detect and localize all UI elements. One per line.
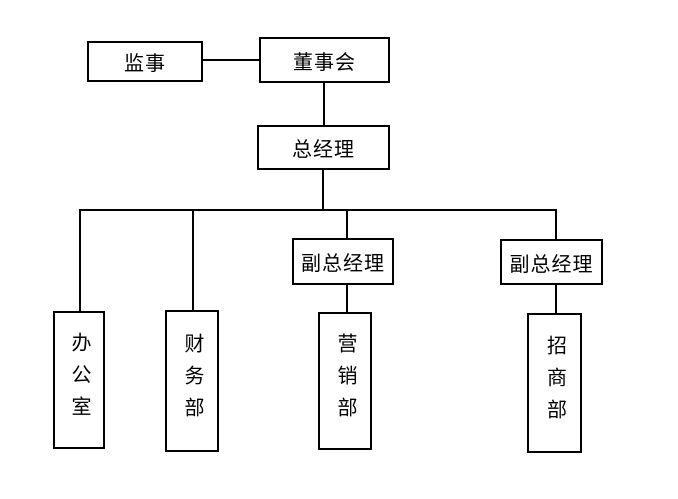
connector-supervisor-board [203, 59, 259, 61]
connector-dgm1-marketing [346, 285, 348, 312]
node-marketing-dept: 营销部 [318, 312, 372, 450]
connector-board-gm [323, 83, 325, 125]
node-deputy-gm-2: 副总经理 [500, 239, 603, 285]
node-deputy-gm-1: 副总经理 [292, 238, 394, 285]
connector-branch-dgm1 [346, 209, 348, 238]
connector-branch-dgm2 [555, 209, 557, 239]
node-investment-dept: 招商部 [527, 313, 582, 453]
node-office-label: 办公室 [68, 332, 90, 428]
node-finance-dept: 财务部 [165, 310, 219, 452]
node-board-of-directors: 董事会 [259, 37, 390, 83]
node-supervisor-label: 监事 [124, 53, 166, 75]
node-office-dept: 办公室 [53, 311, 105, 449]
node-board-label: 董事会 [293, 51, 356, 74]
node-general-manager: 总经理 [257, 125, 390, 170]
node-supervisor: 监事 [87, 41, 203, 82]
connector-branch-horizontal [79, 209, 557, 211]
connector-branch-office [79, 209, 81, 311]
node-finance-label: 财务部 [181, 333, 203, 429]
node-dgm1-label: 副总经理 [301, 253, 385, 275]
connector-gm-branch [322, 170, 324, 210]
node-investment-label: 招商部 [543, 335, 566, 431]
node-gm-label: 总经理 [292, 139, 355, 161]
connector-dgm2-investment [555, 285, 557, 313]
connector-branch-finance [192, 209, 194, 310]
node-dgm2-label: 副总经理 [509, 253, 594, 276]
node-marketing-label: 营销部 [334, 333, 356, 429]
